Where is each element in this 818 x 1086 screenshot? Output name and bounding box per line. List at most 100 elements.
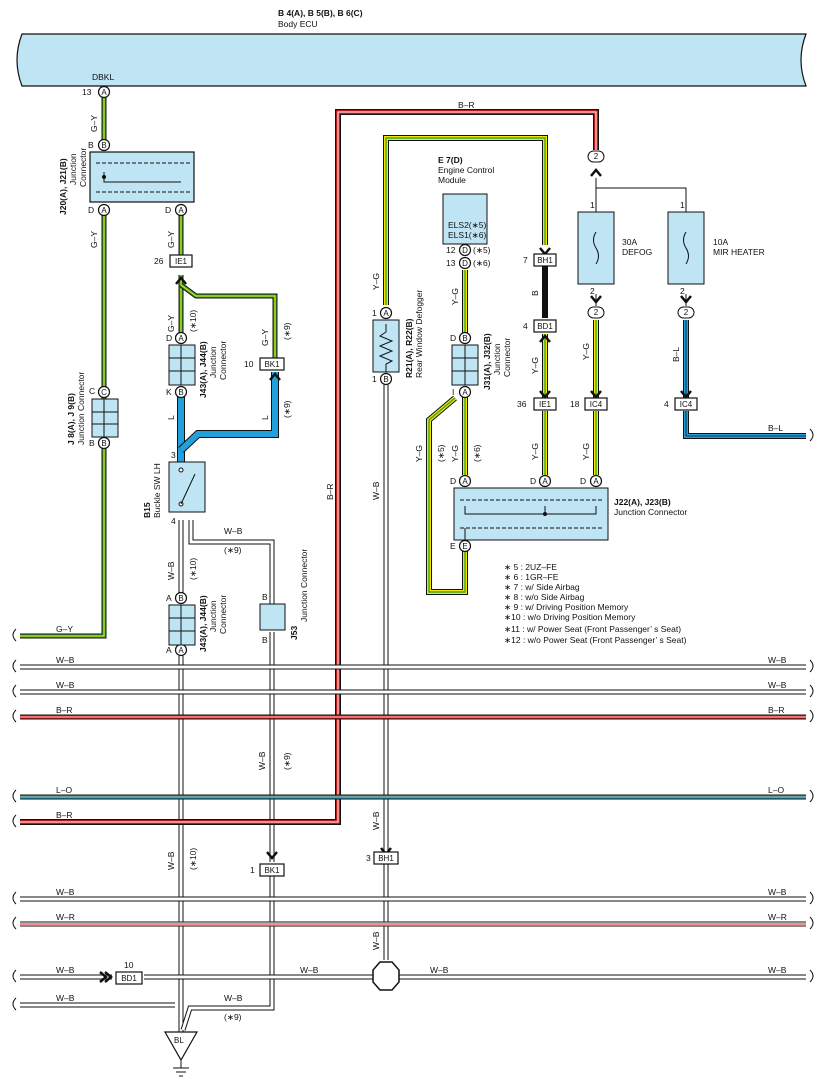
svg-text:2: 2 — [684, 308, 689, 317]
svg-text:BD1: BD1 — [121, 974, 137, 983]
svg-text:Rear Window Defogger: Rear Window Defogger — [414, 289, 424, 378]
svg-text:W–B: W–B — [300, 965, 319, 975]
svg-text:Y–G: Y–G — [530, 357, 540, 374]
wire-gy-j20-ie1 — [178, 212, 278, 360]
svg-text:I: I — [452, 387, 454, 397]
svg-text:W–B: W–B — [56, 993, 75, 1003]
wire-l-blue — [177, 372, 279, 462]
inline-connector-labels: 2 2 2 — [594, 152, 689, 317]
svg-text:D: D — [450, 333, 456, 343]
svg-text:G–Y: G–Y — [166, 231, 176, 248]
svg-text:Junction: Junction — [208, 346, 218, 378]
junction-j53 — [259, 603, 286, 631]
svg-text:Junction: Junction — [68, 153, 78, 185]
svg-text:BH1: BH1 — [378, 854, 394, 863]
buckle-switch-b15 — [168, 461, 206, 513]
svg-text:B–R: B–R — [56, 810, 73, 820]
svg-text:A: A — [462, 477, 468, 486]
svg-text:BD1: BD1 — [537, 322, 553, 331]
svg-text:1: 1 — [680, 200, 685, 210]
svg-text:(∗10): (∗10) — [188, 848, 198, 870]
svg-text:ELS1(∗6): ELS1(∗6) — [448, 230, 486, 240]
svg-text:4: 4 — [523, 321, 528, 331]
svg-text:(∗6): (∗6) — [473, 258, 491, 268]
svg-text:B–R: B–R — [325, 483, 335, 500]
svg-text:E 7(D): E 7(D) — [438, 155, 463, 165]
svg-text:Engine Control: Engine Control — [438, 165, 494, 175]
svg-text:W–B: W–B — [224, 993, 243, 1003]
svg-text:4: 4 — [664, 399, 669, 409]
body-ecu-box — [16, 33, 807, 87]
harness-end-marks — [12, 428, 814, 1011]
svg-text:B: B — [88, 140, 94, 150]
svg-text:(∗9): (∗9) — [282, 752, 292, 770]
svg-text:18: 18 — [570, 399, 580, 409]
svg-text:G–Y: G–Y — [166, 315, 176, 332]
wire-yg-top — [383, 135, 548, 305]
svg-text:D: D — [450, 476, 456, 486]
svg-text:J31(A), J32(B): J31(A), J32(B) — [482, 333, 492, 390]
junction-j43-upper — [168, 344, 196, 386]
svg-text:A: A — [462, 388, 468, 397]
svg-text:Y–G: Y–G — [450, 445, 460, 462]
svg-text:L: L — [166, 415, 176, 420]
svg-text:(∗9): (∗9) — [224, 1012, 242, 1022]
rect-connector-labels: IE1 BK1 BH1 BD1 IE1 IC4 IC4 BK1 BH1 BD1 — [121, 256, 693, 983]
svg-text:G–Y: G–Y — [89, 231, 99, 248]
svg-text:D: D — [462, 259, 468, 268]
svg-text:W–B: W–B — [56, 887, 75, 897]
svg-text:A: A — [383, 309, 389, 318]
svg-text:D: D — [88, 205, 94, 215]
svg-text:W–B: W–B — [768, 655, 787, 665]
svg-text:Connector: Connector — [218, 341, 228, 380]
note-item: ∗11 : w/ Power Seat (Front Passenger’ s … — [504, 624, 681, 634]
svg-text:30A: 30A — [622, 237, 637, 247]
svg-text:Y–G: Y–G — [450, 288, 460, 305]
svg-text:E: E — [450, 541, 456, 551]
svg-text:A: A — [166, 645, 172, 655]
ecu-name: Body ECU — [278, 19, 318, 29]
j31-label: J31(A), J32(B) Junction Connector — [482, 333, 512, 390]
j20-label: J20(A), J21(B) Junction Connector — [58, 148, 88, 215]
connector-numbers: 13 26 10 7 4 36 18 4 1 3 10 — [82, 87, 669, 970]
svg-text:(∗9): (∗9) — [224, 545, 242, 555]
svg-text:ELS2(∗5): ELS2(∗5) — [448, 220, 486, 230]
svg-text:IC4: IC4 — [590, 400, 603, 409]
svg-text:2: 2 — [680, 286, 685, 296]
svg-text:W–B: W–B — [371, 931, 381, 950]
svg-text:B: B — [383, 375, 388, 384]
svg-text:E: E — [462, 542, 467, 551]
svg-text:36: 36 — [517, 399, 527, 409]
svg-text:B: B — [101, 141, 106, 150]
svg-text:B: B — [530, 290, 540, 296]
svg-text:10A: 10A — [713, 237, 728, 247]
junction-j43-lower — [168, 604, 196, 646]
ecu-pin-dbkl: DBKL — [92, 72, 114, 82]
note-item: ∗ 9 : w/ Driving Position Memory — [504, 602, 629, 612]
svg-text:2: 2 — [590, 286, 595, 296]
svg-text:B–L: B–L — [768, 423, 783, 433]
svg-text:W–R: W–R — [768, 912, 787, 922]
wire-gy-left — [20, 92, 107, 639]
svg-text:2: 2 — [594, 152, 599, 161]
ground-bl — [163, 1031, 199, 1077]
svg-text:D: D — [580, 476, 586, 486]
j8-label: J 8(A), J 9(B) Junction Connector — [66, 372, 86, 445]
wire-br — [20, 109, 599, 825]
note-item: ∗10 : w/o Driving Position Memory — [504, 612, 636, 622]
svg-text:B–R: B–R — [56, 705, 73, 715]
svg-text:W–B: W–B — [257, 751, 267, 770]
splice-point — [372, 961, 400, 991]
svg-text:1: 1 — [372, 374, 377, 384]
svg-text:W–B: W–B — [371, 811, 381, 830]
svg-text:Y–G: Y–G — [581, 343, 591, 360]
svg-text:J 8(A), J 9(B): J 8(A), J 9(B) — [66, 393, 76, 445]
svg-text:B: B — [101, 439, 106, 448]
note-item: ∗ 6 : 1GR–FE — [504, 572, 559, 582]
svg-text:1: 1 — [590, 200, 595, 210]
svg-text:BK1: BK1 — [264, 866, 280, 875]
svg-text:B: B — [178, 388, 183, 397]
svg-text:D: D — [165, 205, 171, 215]
svg-text:A: A — [101, 206, 107, 215]
